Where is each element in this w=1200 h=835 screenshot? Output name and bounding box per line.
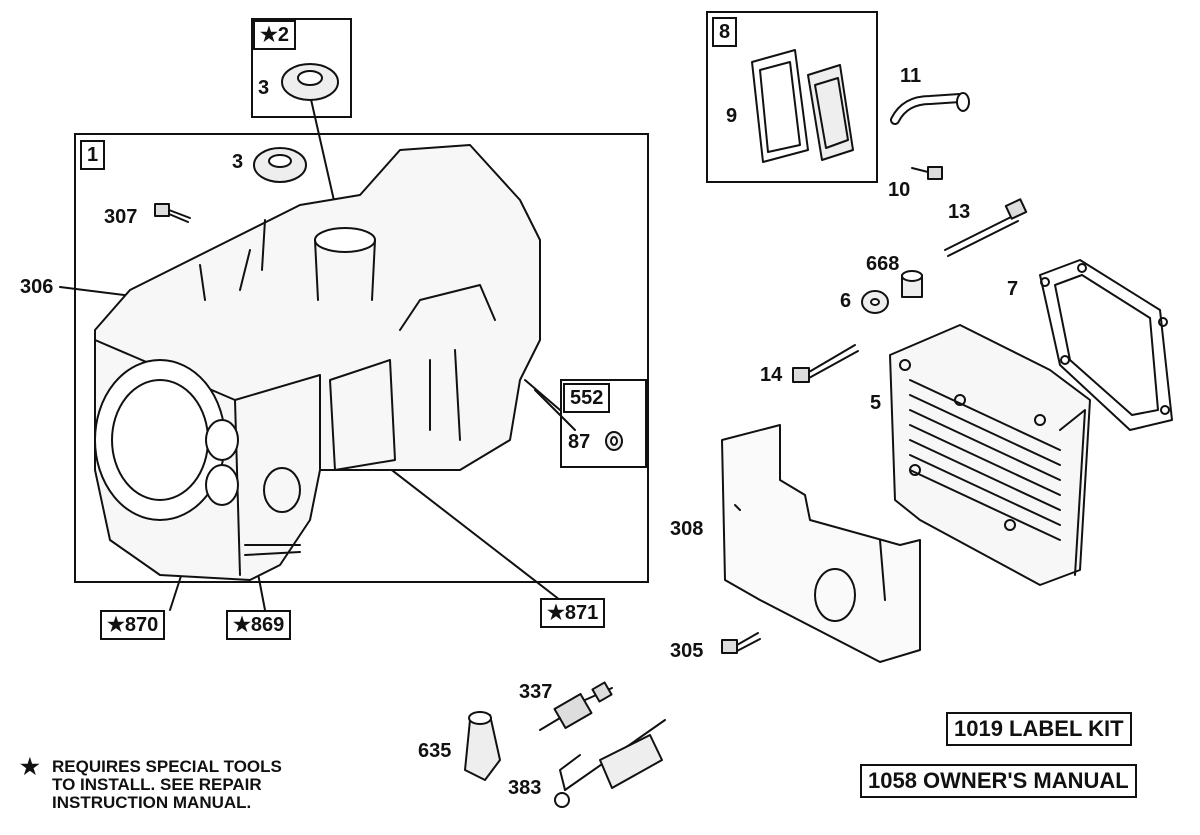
callout-552: 552 <box>563 383 611 413</box>
callout-871: ★871 <box>540 598 606 628</box>
seal-icon <box>253 147 307 183</box>
callout-3-top: 3 <box>258 77 270 99</box>
washer-icon <box>861 290 889 314</box>
callout-6: 6 <box>840 290 852 312</box>
spacer-icon <box>901 270 923 298</box>
cylinder-head-illustration <box>889 324 1091 586</box>
bolt-icon <box>154 203 191 223</box>
plug-kit-frame <box>560 379 647 468</box>
air-guide-shield-illustration <box>721 424 921 663</box>
label-kit-box: 1019 LABEL KIT <box>946 712 1132 746</box>
callout-5: 5 <box>870 392 882 414</box>
callout-10: 10 <box>888 179 911 201</box>
gasket-icon <box>751 49 809 163</box>
seal-icon <box>281 63 339 101</box>
callout-307: 307 <box>104 206 138 228</box>
callout-8: 8 <box>712 17 738 47</box>
callout-11: 11 <box>900 65 922 87</box>
callout-668: 668 <box>866 253 900 275</box>
special-tools-note: REQUIRES SPECIAL TOOLS TO INSTALL. SEE R… <box>52 758 282 812</box>
callout-308: 308 <box>670 518 704 540</box>
callout-87: 87 <box>568 431 591 453</box>
note-line-3: INSTRUCTION MANUAL. <box>52 793 252 812</box>
breather-icon <box>807 64 854 161</box>
breather-kit-frame <box>706 11 878 183</box>
breather-tube-icon <box>890 92 970 125</box>
bolt-icon <box>792 344 859 383</box>
callout-2: ★2 <box>253 20 297 50</box>
note-line-2: TO INSTALL. SEE REPAIR <box>52 775 262 794</box>
callout-13: 13 <box>948 201 971 223</box>
callout-306: 306 <box>20 276 54 298</box>
callout-7: 7 <box>1007 278 1019 300</box>
callout-635: 635 <box>418 740 452 762</box>
callout-869: ★869 <box>226 610 292 640</box>
owners-manual-box: 1058 OWNER'S MANUAL <box>860 764 1137 798</box>
callout-305: 305 <box>670 640 704 662</box>
screw-icon <box>911 166 943 180</box>
seal-kit-frame <box>251 18 352 118</box>
callout-1: 1 <box>80 140 106 170</box>
cylinder-block-illustration <box>94 144 541 581</box>
spark-plug-boot-icon <box>464 711 501 781</box>
plug-icon <box>605 431 623 451</box>
head-gasket-icon <box>1039 259 1173 431</box>
short-block-frame <box>74 133 649 583</box>
callout-3: 3 <box>232 151 244 173</box>
callout-337: 337 <box>519 681 553 703</box>
head-bolt-icon <box>944 198 1028 257</box>
spark-plug-icon <box>539 681 613 731</box>
callout-383: 383 <box>508 777 542 799</box>
callout-14: 14 <box>760 364 783 386</box>
bolt-icon <box>721 632 761 654</box>
callout-870: ★870 <box>100 610 166 640</box>
spark-plug-wrench-icon <box>554 719 666 808</box>
callout-9: 9 <box>726 105 738 127</box>
note-line-1: REQUIRES SPECIAL TOOLS <box>52 757 282 776</box>
star-icon: ★ <box>20 754 40 779</box>
